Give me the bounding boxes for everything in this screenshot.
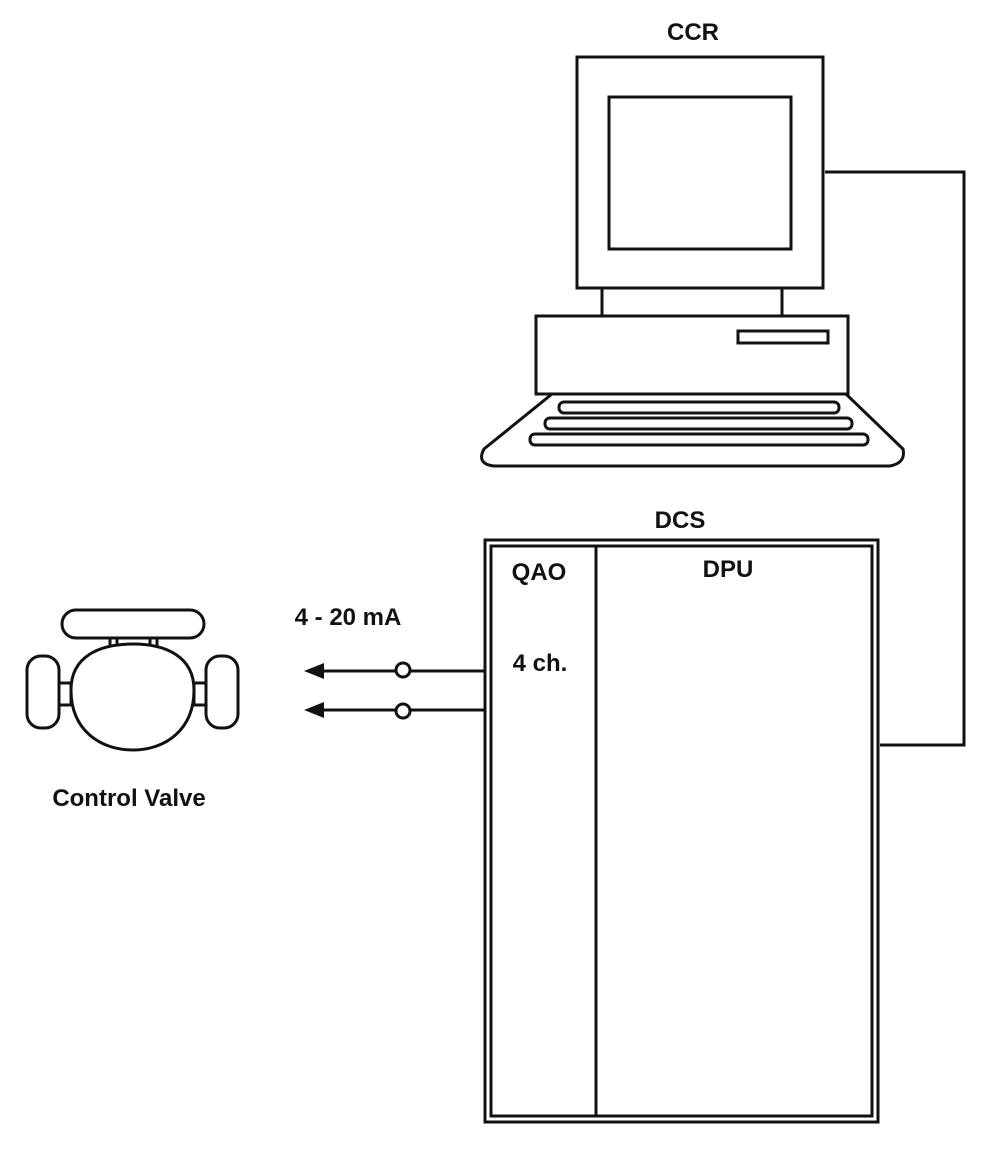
dcs-outer-frame <box>483 538 880 1124</box>
keyboard-key-row-2 <box>543 416 854 431</box>
dcs-inner-frame <box>489 544 874 1118</box>
keyboard-key-row-3 <box>528 432 870 447</box>
network-link <box>825 170 966 747</box>
valve-handwheel <box>60 608 206 640</box>
keyboard-key-row-1 <box>557 400 841 415</box>
computer-base-unit <box>534 314 850 396</box>
signal-lines: 4 - 20 mA <box>295 604 486 720</box>
channels-label: 4 ch. <box>513 650 568 677</box>
disk-drive-slot <box>736 329 830 345</box>
qao-label: QAO <box>512 559 567 586</box>
valve-flange-left <box>25 654 61 730</box>
ccr-workstation: CCR <box>480 19 905 468</box>
control-valve-label: Control Valve <box>52 785 205 812</box>
dpu-label: DPU <box>703 556 754 583</box>
dcs-label: DCS <box>655 507 706 534</box>
terminal-2 <box>394 702 412 720</box>
arrow-head-2 <box>304 702 324 718</box>
valve-nipple-left <box>57 681 73 707</box>
arrow-head-1 <box>304 663 324 679</box>
valve-flange-right <box>204 654 240 730</box>
monitor-screen <box>607 95 793 251</box>
signal-label: 4 - 20 mA <box>295 604 402 631</box>
control-valve-icon: Control Valve <box>25 608 240 812</box>
dcs-cabinet: DCS QAO DPU 4 ch. <box>483 507 880 1124</box>
ccr-label: CCR <box>667 19 719 46</box>
terminal-1 <box>394 661 412 679</box>
valve-body <box>69 642 196 752</box>
valve-nipple-right <box>192 681 208 707</box>
